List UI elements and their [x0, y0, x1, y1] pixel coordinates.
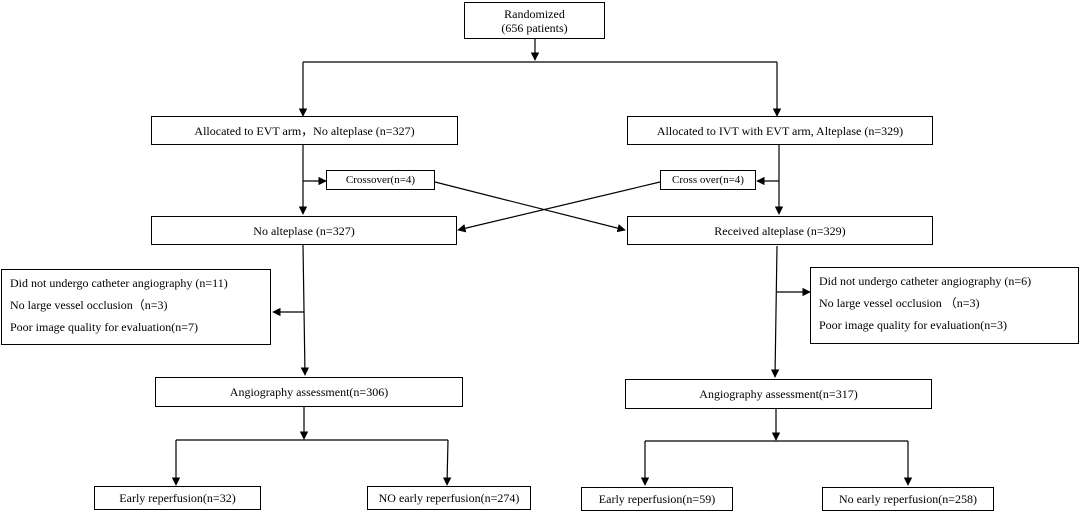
- left-allocated-label: Allocated to EVT arm，No alteplase (n=327…: [194, 123, 415, 138]
- right-allocated-label: Allocated to IVT with EVT arm, Alteplase…: [656, 123, 904, 138]
- left-excluded-box: Did not undergo catheter angiography (n=…: [1, 269, 271, 345]
- left-no-early-box: NO early reperfusion(n=274): [367, 486, 531, 510]
- right-excluded-item: No large vessel occlusion （n=3): [819, 296, 980, 310]
- randomized-box: Randomized (656 patients): [464, 2, 605, 39]
- left-crossover-label: Crossover(n=4): [345, 174, 416, 186]
- right-no-early-label: No early reperfusion(n=258): [838, 492, 978, 506]
- left-excluded-item: No large vessel occlusion（n=3): [10, 298, 168, 312]
- left-allocated-box: Allocated to EVT arm，No alteplase (n=327…: [151, 116, 458, 145]
- left-treatment-box: No alteplase (n=327): [151, 216, 457, 245]
- randomized-label: Randomized: [504, 6, 565, 21]
- right-assessment-label: Angiography assessment(n=317): [699, 387, 858, 401]
- left-early-label: Early reperfusion(n=32): [119, 491, 236, 505]
- left-treatment-label: No alteplase (n=327): [253, 223, 355, 238]
- right-no-early-box: No early reperfusion(n=258): [822, 487, 994, 511]
- right-excluded-item: Did not undergo catheter angiography (n=…: [819, 274, 1032, 288]
- right-assessment-box: Angiography assessment(n=317): [625, 379, 932, 409]
- left-excluded-item: Did not undergo catheter angiography (n=…: [10, 276, 228, 290]
- right-allocated-box: Allocated to IVT with EVT arm, Alteplase…: [627, 116, 933, 145]
- right-treatment-box: Received alteplase (n=329): [627, 216, 933, 245]
- arrow-left-treatment-to-assessment: [300, 244, 310, 376]
- arrow-left-crossover-to-right-treatment: [434, 181, 626, 233]
- right-treatment-label: Received alteplase (n=329): [714, 223, 846, 238]
- left-excluded-item: Poor image quality for evaluation(n=7): [10, 320, 199, 334]
- right-crossover-label: Cross over(n=4): [672, 174, 744, 186]
- left-early-box: Early reperfusion(n=32): [94, 486, 261, 510]
- right-crossover-box: Cross over(n=4): [660, 170, 756, 190]
- right-excluded-box: Did not undergo catheter angiography (n=…: [810, 267, 1079, 344]
- right-excluded-item: Poor image quality for evaluation(n=3): [819, 318, 1008, 332]
- right-early-label: Early reperfusion(n=59): [598, 492, 716, 506]
- left-no-early-label: NO early reperfusion(n=274): [378, 491, 520, 505]
- right-early-box: Early reperfusion(n=59): [581, 487, 733, 511]
- left-assessment-label: Angiography assessment(n=306): [229, 385, 389, 399]
- arrow-to-left-no-early: [442, 439, 452, 486]
- arrow-right-treatment-to-assessment: [770, 245, 780, 378]
- arrow-right-crossover-to-left-treatment: [457, 181, 661, 233]
- randomized-count: (656 patients): [501, 20, 568, 35]
- left-assessment-box: Angiography assessment(n=306): [155, 377, 463, 407]
- left-crossover-box: Crossover(n=4): [326, 170, 435, 190]
